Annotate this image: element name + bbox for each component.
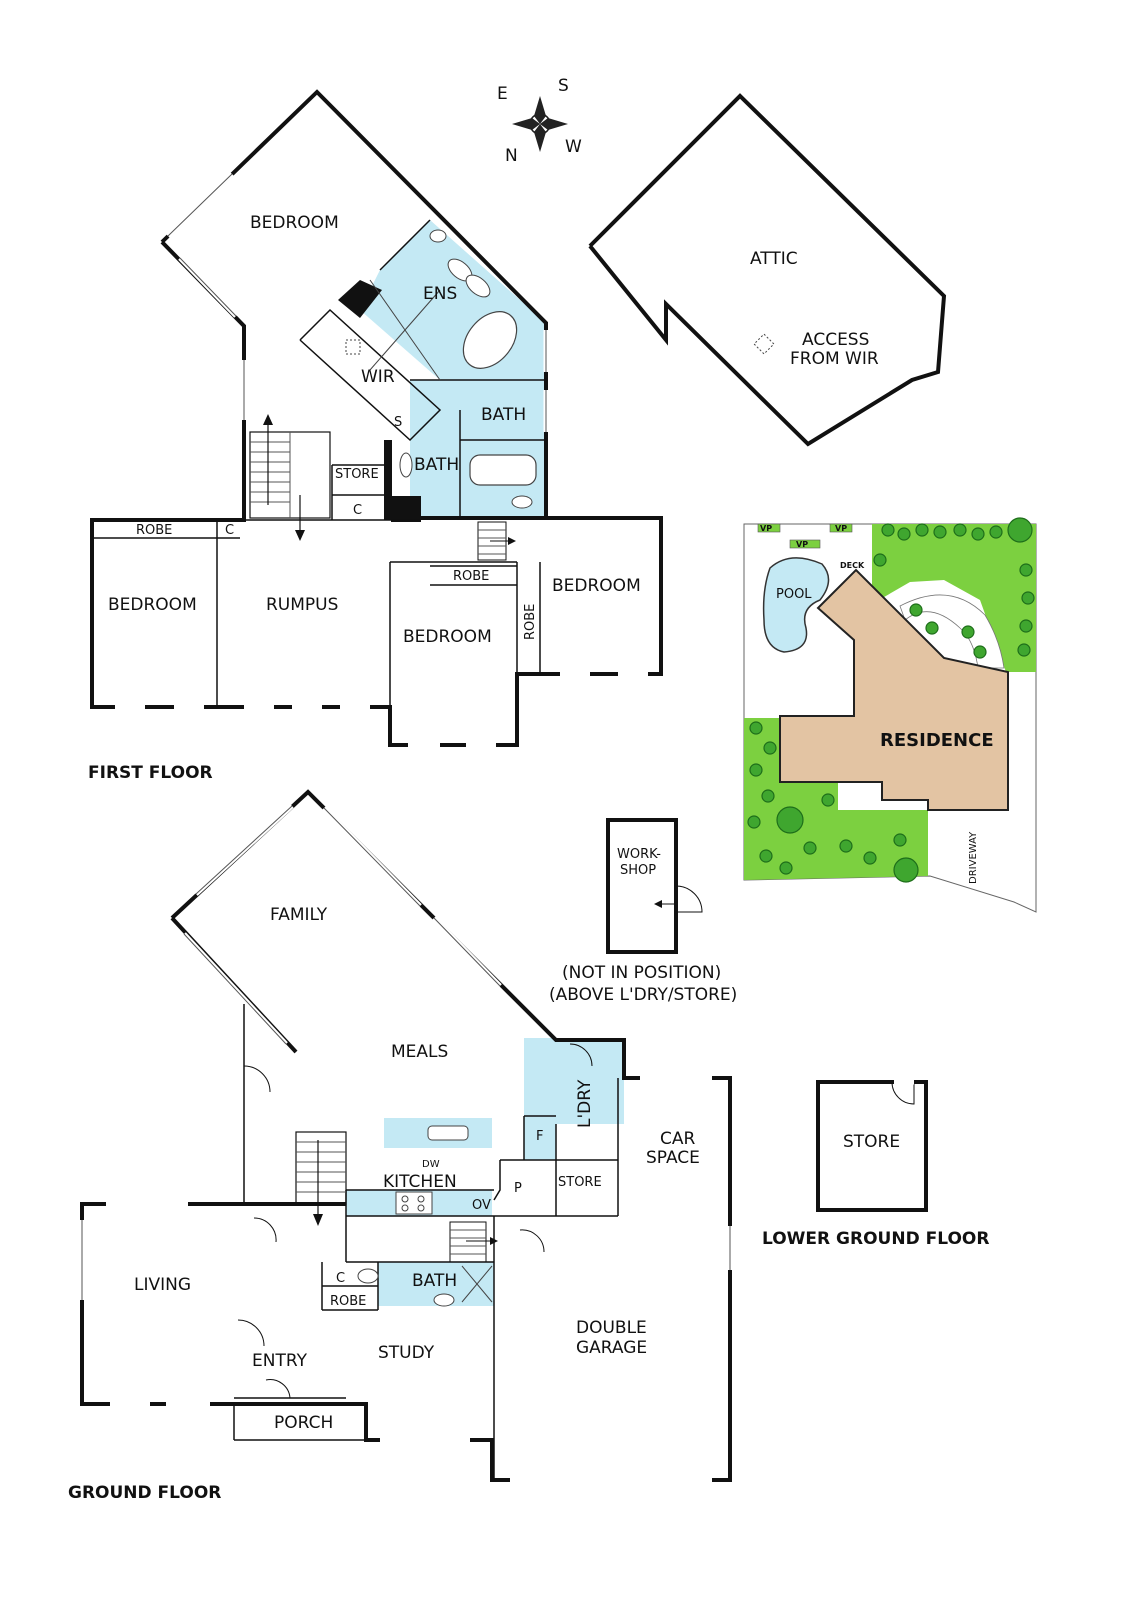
room-bedroom-top: BEDROOM — [250, 213, 339, 233]
room-living: LIVING — [134, 1275, 191, 1295]
compass-rose: E S N W — [497, 76, 582, 166]
attic-access-line1: ACCESS — [802, 330, 869, 350]
room-porch: PORCH — [274, 1413, 333, 1433]
site-plan: VP VP VP DECK POOL RESIDENCE DRIVEWAY — [743, 517, 1037, 913]
room-ensuite: ENS — [423, 284, 457, 304]
room-meals: MEALS — [391, 1042, 448, 1062]
compass-west: W — [565, 137, 582, 157]
room-c-left: C — [225, 523, 234, 538]
workshop-line2: SHOP — [620, 863, 656, 878]
attic-access-line2: FROM WIR — [790, 349, 879, 369]
room-garage-line1: DOUBLE — [576, 1318, 647, 1338]
label-oven: OV — [472, 1198, 491, 1213]
compass-south: S — [558, 76, 569, 96]
site-vp-2: VP — [835, 524, 847, 533]
workshop-plan: WORK- SHOP (NOT IN POSITION) (ABOVE L'DR… — [549, 818, 737, 1005]
room-robe-vertical: ROBE — [523, 604, 538, 640]
compass-north: N — [505, 146, 518, 166]
ground-floor-plan: FAMILY MEALS DW KITCHEN OV F P L'DRY STO… — [68, 789, 733, 1503]
workshop-note2: (ABOVE L'DRY/STORE) — [549, 985, 737, 1005]
room-bath-left: BATH — [414, 455, 459, 475]
room-entry: ENTRY — [252, 1351, 308, 1371]
workshop-line1: WORK- — [617, 847, 661, 862]
lower-ground-plan: STORE LOWER GROUND FLOOR — [762, 1079, 989, 1249]
room-store-ground: STORE — [558, 1175, 602, 1190]
ground-floor-title: GROUND FLOOR — [68, 1483, 221, 1503]
first-floor-title: FIRST FLOOR — [88, 763, 213, 783]
lower-ground-title: LOWER GROUND FLOOR — [762, 1229, 989, 1249]
room-garage-line2: GARAGE — [576, 1338, 647, 1358]
compass-east: E — [497, 84, 508, 104]
attic-label: ATTIC — [750, 249, 798, 269]
room-bedroom-left: BEDROOM — [108, 595, 197, 615]
room-car-line2: SPACE — [646, 1148, 700, 1168]
site-pool: POOL — [776, 587, 812, 602]
first-floor-stairs — [249, 414, 331, 541]
ground-bath-wet-area — [378, 1262, 494, 1306]
room-laundry: L'DRY — [575, 1079, 595, 1128]
room-s: S — [394, 415, 402, 430]
room-wir: WIR — [361, 367, 395, 387]
room-c-ground: C — [336, 1271, 345, 1286]
site-residence: RESIDENCE — [880, 730, 994, 751]
lower-ground-store: STORE — [843, 1132, 900, 1152]
workshop-note1: (NOT IN POSITION) — [562, 963, 721, 983]
room-bath-right: BATH — [481, 405, 526, 425]
pool-shape — [762, 557, 830, 653]
laundry-wet-area — [524, 1038, 624, 1160]
label-fridge: F — [536, 1129, 543, 1144]
room-bath-ground: BATH — [412, 1271, 457, 1291]
room-robe-mid: ROBE — [453, 569, 489, 584]
label-pantry: P — [514, 1181, 522, 1196]
first-floor-plan: BEDROOM ENS WIR S BATH BATH STORE C ROBE… — [88, 89, 663, 783]
room-bedroom-mid: BEDROOM — [403, 627, 492, 647]
residence-footprint — [779, 568, 1009, 811]
ground-floor-stairs — [295, 1131, 498, 1263]
room-robe-ground: ROBE — [330, 1294, 366, 1309]
room-robe-left: ROBE — [136, 523, 172, 538]
room-study: STUDY — [378, 1343, 435, 1363]
site-driveway: DRIVEWAY — [968, 831, 979, 884]
room-family: FAMILY — [270, 905, 328, 925]
site-vp-1: VP — [760, 524, 772, 533]
small-stairs — [477, 521, 516, 561]
room-c-store: C — [353, 503, 362, 518]
attic-plan: ATTIC ACCESS FROM WIR — [588, 93, 947, 447]
label-dishwasher: DW — [422, 1159, 440, 1170]
room-rumpus: RUMPUS — [266, 595, 338, 615]
room-car-line1: CAR — [660, 1129, 695, 1149]
site-deck: DECK — [840, 561, 865, 570]
room-store-first: STORE — [335, 467, 379, 482]
room-bedroom-right: BEDROOM — [552, 576, 641, 596]
site-vp-3: VP — [796, 540, 808, 549]
room-kitchen: KITCHEN — [383, 1172, 457, 1192]
